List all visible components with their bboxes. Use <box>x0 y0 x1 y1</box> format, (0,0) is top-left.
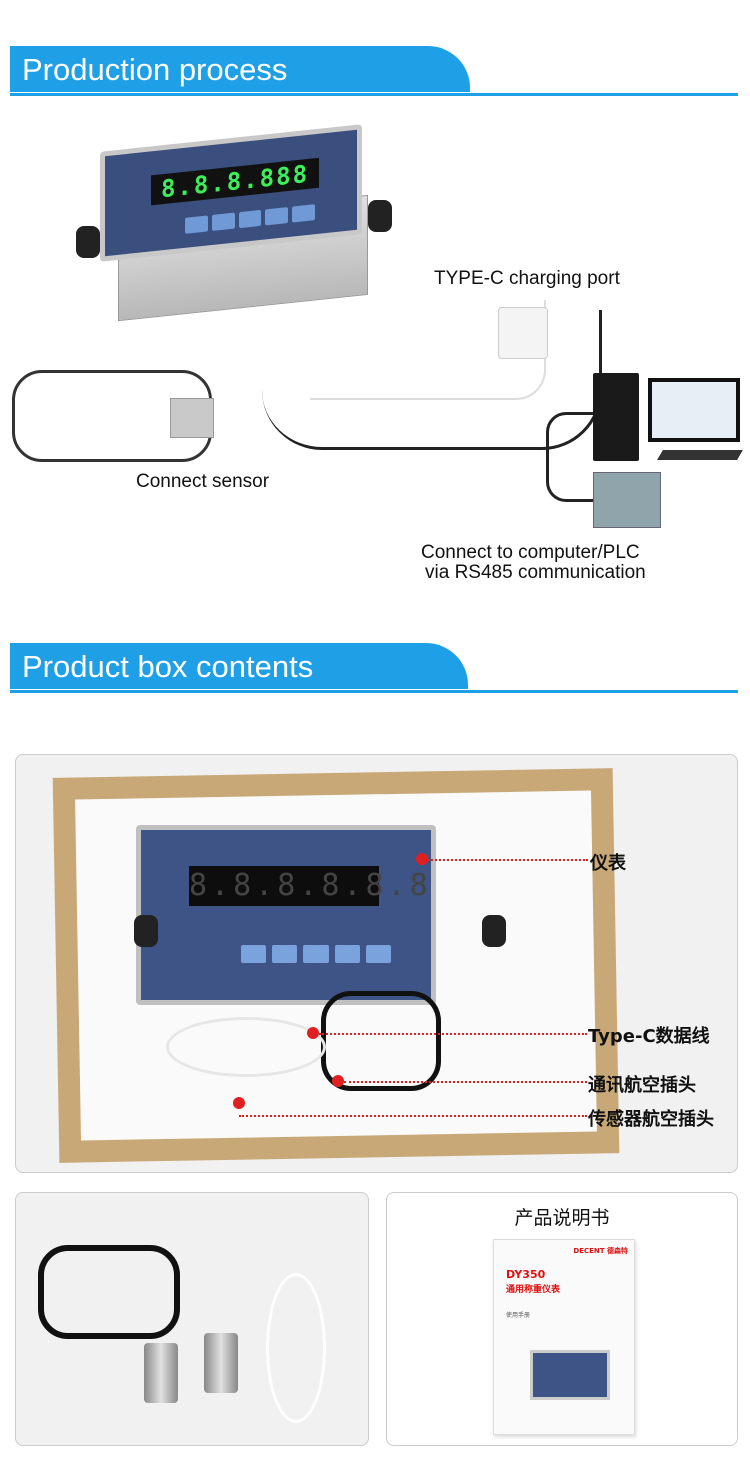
annotation-dot <box>233 1097 245 1109</box>
keypad <box>185 204 315 234</box>
annotation-comm-plug: 通讯航空插头 <box>588 1075 696 1096</box>
product-manual-card: 产品说明书 DECENT 德森特 DY350 通用称重仪表 使用手册 <box>386 1192 738 1446</box>
divider <box>10 93 738 96</box>
manual-product-name: 通用称重仪表 <box>506 1285 561 1295</box>
charging-port-label: TYPE-C charging port <box>434 268 620 289</box>
plc-cable <box>546 412 596 502</box>
annotation-type-c-cable: Type-C数据线 <box>588 1026 710 1047</box>
right-knob <box>482 915 506 947</box>
annotation-line <box>319 1033 587 1035</box>
aviation-plug-male <box>204 1333 238 1393</box>
left-knob <box>76 226 100 258</box>
sensor-label: Connect sensor <box>136 471 270 492</box>
computer-tower-icon <box>593 373 639 461</box>
box-contents-photo: 8.8.8.8.8.8 仪表 Type-C数据线 通讯航空插头 传感器航空插头 <box>15 754 738 1173</box>
annotation-line <box>344 1081 587 1083</box>
digit-display: 8.8.8.8.8.8 <box>189 866 428 906</box>
annotation-dot <box>307 1027 319 1039</box>
section-title: Product box contents <box>10 643 468 689</box>
annotation-meter: 仪表 <box>590 853 626 874</box>
product-box-contents-header: Product box contents <box>10 643 738 693</box>
keyboard-icon <box>657 450 743 460</box>
brand-logo: DECENT 德森特 <box>573 1247 628 1255</box>
s-type-sensor <box>170 398 214 438</box>
annotation-sensor-plug: 传感器航空插头 <box>588 1109 714 1130</box>
monitor-icon <box>648 378 740 442</box>
right-knob <box>368 200 392 232</box>
digit-display: 8.8.8.888 <box>151 157 319 206</box>
annotation-dot <box>332 1075 344 1087</box>
manual-cover-image <box>530 1350 610 1400</box>
aviation-plug-female <box>144 1343 178 1403</box>
divider <box>10 690 738 693</box>
manual-card-title: 产品说明书 <box>514 1207 610 1229</box>
section-title: Production process <box>10 46 470 92</box>
manual-booklet: DECENT 德森特 DY350 通用称重仪表 使用手册 <box>493 1239 635 1435</box>
production-process-header: Production process <box>10 46 738 96</box>
white-cable-coil <box>266 1273 326 1423</box>
manual-model: DY350 <box>506 1268 546 1281</box>
left-knob <box>134 915 158 947</box>
manual-subtitle: 使用手册 <box>506 1312 531 1319</box>
plc-icon <box>593 472 661 528</box>
black-cable <box>38 1245 180 1339</box>
comm-label-line2: via RS485 communication <box>425 562 646 583</box>
white-cable-coil <box>166 1017 326 1077</box>
weighing-indicator: 8.8.8.888 <box>100 124 372 322</box>
annotation-line <box>239 1115 587 1117</box>
annotation-line <box>428 859 588 861</box>
indicator-in-box: 8.8.8.8.8.8 <box>136 825 436 1005</box>
annotation-dot <box>416 853 428 865</box>
comm-label-line1: Connect to computer/PLC <box>421 542 640 563</box>
cables-and-plugs-photo <box>15 1192 369 1446</box>
wall-outlet-icon <box>498 307 548 359</box>
keypad <box>241 945 392 963</box>
